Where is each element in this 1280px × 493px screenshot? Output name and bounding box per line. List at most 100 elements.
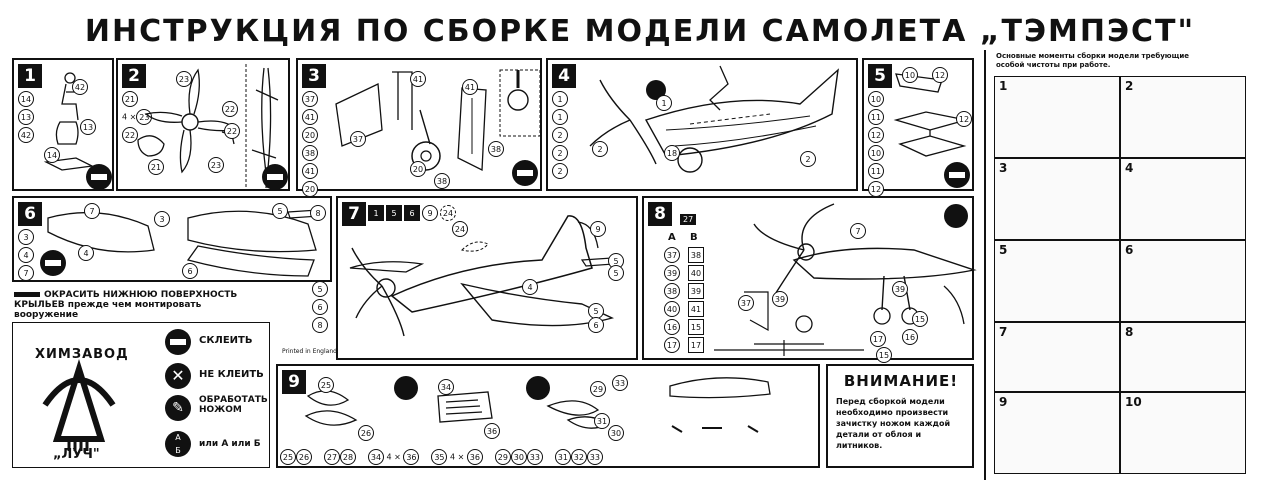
callout: 16 (902, 329, 918, 345)
callout: 6 (588, 317, 604, 333)
part-number: 27 (324, 449, 340, 465)
glue-symbol-icon (40, 250, 66, 276)
part-number: 20 (302, 127, 318, 143)
step-number: 2 (122, 64, 146, 88)
factory-city: „ЛУЧ" (53, 447, 100, 462)
part-number: 31 (554, 449, 571, 465)
callout: 25 (318, 377, 334, 393)
legend-knife: ОБРАБОТАТЬ НОЖОМ (199, 395, 268, 415)
step-8-panel: 8 27 A B 37 39 38 40 16 17 38 40 39 41 1… (642, 196, 977, 363)
part-number: 15 (688, 319, 704, 335)
glue-symbol-icon (512, 160, 538, 186)
step-1-panel: 1 14 13 42 42 13 14 (12, 58, 114, 191)
callout: 39 (892, 281, 908, 297)
photo-step: 7 (994, 322, 1120, 392)
callout: 38 (434, 173, 450, 189)
step-number: 5 (868, 64, 892, 88)
photo-number: 1 (999, 79, 1008, 93)
warning-box: ВНИМАНИЕ! Перед сборкой модели необходим… (826, 364, 974, 468)
legend-box: ХИМЗАВОД „ЛУЧ" СКЛЕИТЬ ✕ НЕ КЛЕИТЬ ✎ ОБР… (12, 322, 270, 468)
callout: 12 (956, 111, 972, 127)
callout: 30 (608, 425, 624, 441)
callout: 18 (664, 145, 680, 161)
part-number: 11 (868, 163, 884, 179)
callout: 38 (488, 141, 504, 157)
callout: 41 (462, 79, 478, 95)
part-number: 1 (552, 91, 568, 107)
callout: 5 (272, 203, 288, 219)
step-4-panel: 4 1 1 2 2 2 1 2 18 2 (546, 58, 858, 191)
part-number: 37 (664, 247, 680, 263)
part-number: 20 (302, 181, 318, 197)
glue-icon (165, 329, 191, 355)
part-number: 38 (302, 145, 318, 161)
step-number: 7 (342, 202, 366, 226)
wing-assembly-illustration (47, 209, 321, 277)
qty-label: 4 × (449, 452, 465, 462)
ab-top-part: 27 (680, 214, 697, 225)
part-number: 1 (552, 109, 568, 125)
callout: 8 (310, 205, 326, 221)
legend-glue: СКЛЕИТЬ (199, 335, 253, 346)
part-number: 41 (688, 301, 704, 317)
photo-step: 8 (1120, 322, 1246, 392)
part-number: 3 (18, 229, 34, 245)
step-3-panel: 3 37 41 20 38 41 20 41 41 37 20 38 38 (296, 58, 542, 197)
step-number: 3 (302, 64, 326, 88)
printed-label: Printed in England (282, 348, 337, 355)
part-number: 9 (422, 205, 438, 221)
callout: 42 (72, 79, 88, 95)
part-number: 11 (868, 109, 884, 125)
part-number: 38 (664, 283, 680, 299)
callout: 37 (738, 295, 754, 311)
callout: 24 (452, 221, 468, 237)
col-b-label: B (690, 232, 698, 243)
part-number: 5 (386, 205, 402, 221)
callout: 4 (78, 245, 94, 261)
photo-number: 9 (999, 395, 1008, 409)
callout: 5 (608, 265, 624, 281)
part-number: 5 (312, 281, 328, 297)
col-a-label: A (668, 232, 676, 243)
callout: 12 (932, 67, 948, 83)
part-number: 10 (868, 145, 884, 161)
callout: 34 (438, 379, 454, 395)
callout: 26 (358, 425, 374, 441)
photo-step: 2 (1120, 76, 1246, 158)
photo-number: 3 (999, 161, 1008, 175)
photo-step: 9 (994, 392, 1120, 474)
callout: 22 (224, 123, 240, 139)
photo-number: 10 (1125, 395, 1142, 409)
photo-number: 8 (1125, 325, 1134, 339)
qty-label: 4 × (122, 112, 137, 122)
callout: 4 (522, 279, 538, 295)
callout: 1 (656, 95, 672, 111)
photo-number: 2 (1125, 79, 1134, 93)
glue-symbol-icon (944, 162, 970, 188)
callout: 9 (590, 221, 606, 237)
aircraft-assembly-illustration (349, 215, 615, 337)
callout: 20 (410, 161, 426, 177)
step-number: 9 (282, 370, 306, 394)
callout: 23 (208, 157, 224, 173)
part-number: 33 (586, 449, 603, 465)
part-number: 28 (340, 449, 356, 465)
callout: 15 (912, 311, 928, 327)
part-number: 12 (868, 127, 884, 143)
no-glue-icon: ✕ (165, 363, 191, 389)
photo-step: 3 (994, 158, 1120, 240)
paint-note: ОКРАСИТЬ НИЖНЮЮ ПОВЕРХНОСТЬ КРЫЛЬЕВ преж… (14, 290, 238, 320)
callout: 41 (410, 71, 426, 87)
photo-number: 5 (999, 243, 1008, 257)
step-number: 6 (18, 202, 42, 226)
part-number: 8 (312, 317, 328, 333)
part-number: 21 (122, 91, 138, 107)
step-number: 4 (552, 64, 576, 88)
photo-step: 4 (1120, 158, 1246, 240)
callout: 29 (590, 381, 606, 397)
part-number: 2 (552, 145, 568, 161)
photo-step: 6 (1120, 240, 1246, 322)
step-number: 8 (648, 202, 672, 226)
